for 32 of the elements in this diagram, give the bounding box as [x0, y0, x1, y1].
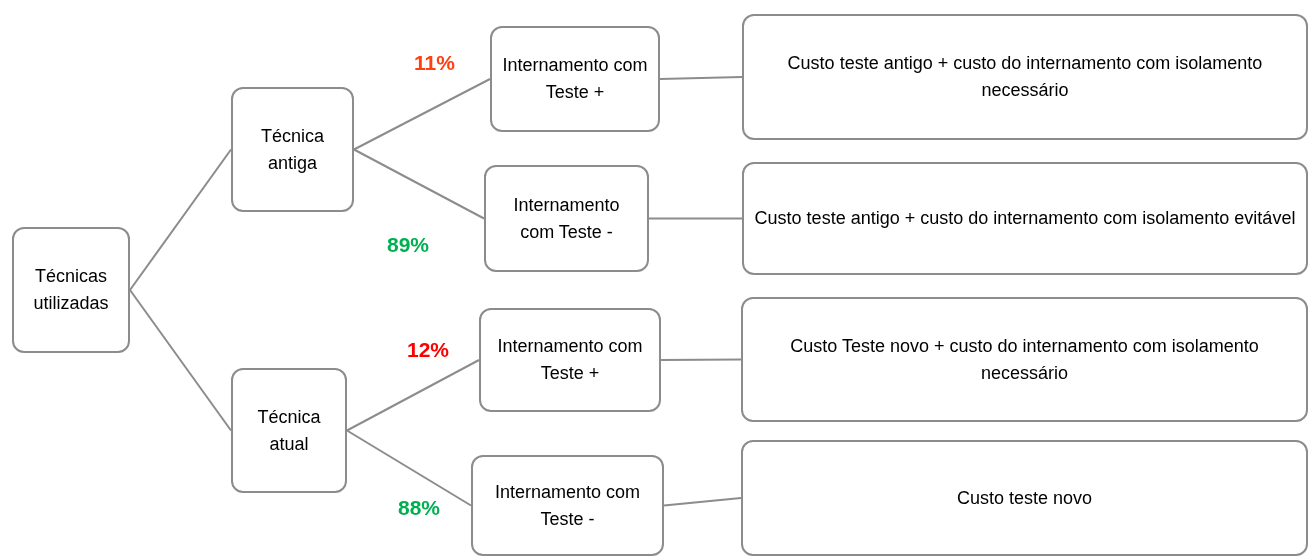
connector-line — [353, 78, 491, 151]
node-text: Internamento com Teste + — [501, 54, 649, 104]
rounded-box — [741, 440, 1308, 556]
connector-line — [660, 358, 742, 361]
rounded-box — [12, 227, 130, 353]
rounded-box — [231, 87, 354, 212]
rounded-box — [741, 297, 1308, 422]
connector-line — [353, 148, 485, 220]
node-text: Custo teste antigo + custo do internamento com isolamento necessário — [786, 52, 1264, 102]
node-text: Técnica atual — [256, 405, 322, 456]
connector-line — [346, 429, 472, 507]
connector-line — [129, 148, 232, 291]
rounded-box — [231, 368, 347, 493]
rounded-box — [479, 308, 661, 412]
node-text: Internamento com Teste - — [493, 480, 642, 531]
node-text: Internamento com Teste + — [496, 335, 644, 385]
connector-line — [346, 359, 480, 432]
node-text: Custo teste antigo + custo do internamento com isolamento evitável — [754, 207, 1296, 230]
connector-line — [648, 217, 743, 220]
rounded-box — [484, 165, 649, 272]
node-text: Técnica antiga — [260, 124, 325, 175]
node-text: Técnicas utilizadas — [32, 265, 110, 315]
node-text: Custo teste novo — [956, 486, 1093, 510]
node-text: Custo Teste novo + custo do internamento com isolamento necessário — [789, 334, 1260, 385]
node-text: Internamento com Teste - — [512, 193, 621, 244]
rounded-box — [490, 26, 660, 132]
rounded-box — [742, 14, 1308, 140]
connector-line — [129, 289, 232, 432]
rounded-box — [471, 455, 664, 556]
connector-line — [663, 497, 742, 507]
connector-line — [659, 76, 743, 80]
rounded-box — [742, 162, 1308, 275]
